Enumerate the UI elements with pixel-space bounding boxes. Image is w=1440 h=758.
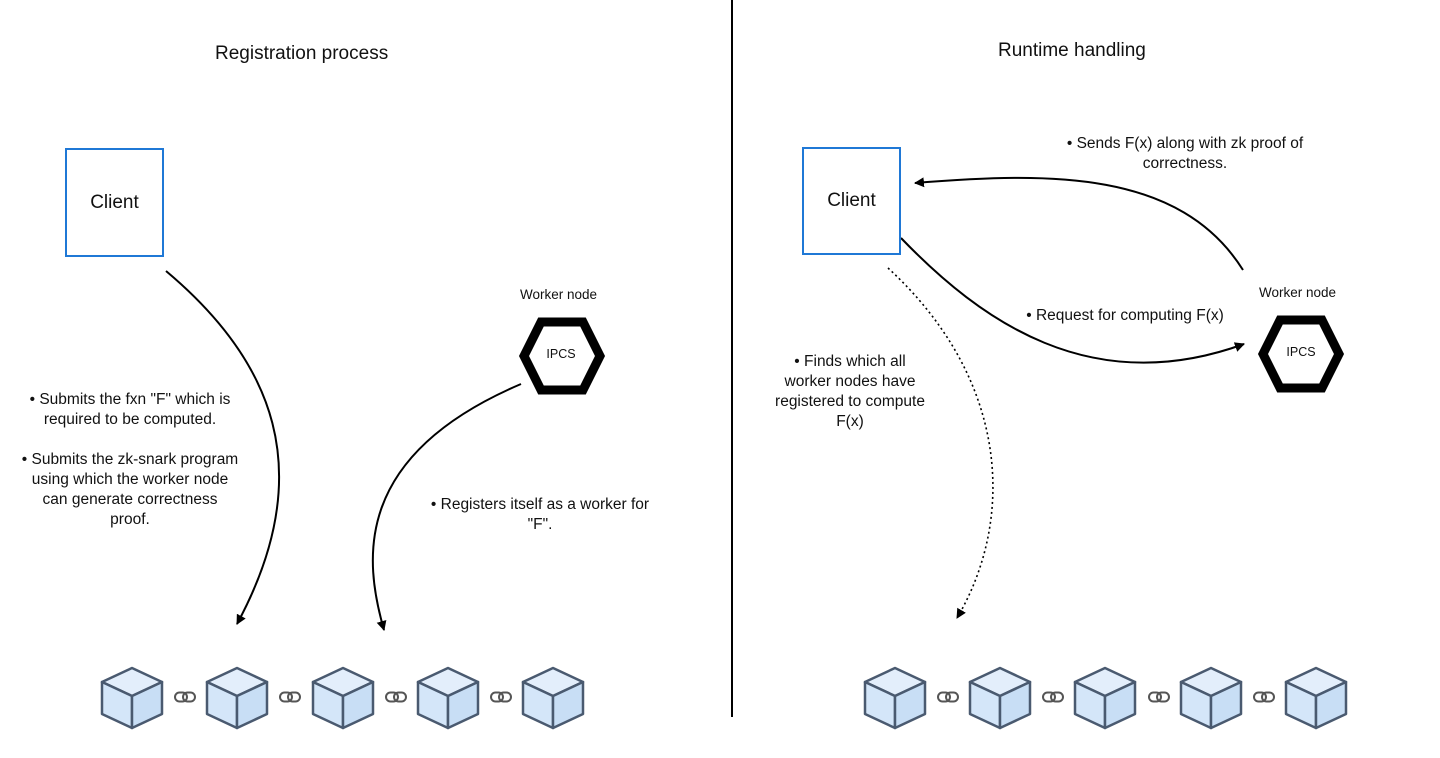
left-panel-title: Registration process [215,43,389,64]
chain-link-icon [279,691,301,703]
worker-register-note: • Registers itself as a worker for "F". [410,495,670,535]
right-panel-title: Runtime handling [998,40,1146,61]
blockchain-block-icon [968,666,1032,730]
blockchain-block-icon [521,666,585,730]
find-workers-note: • Finds which all worker nodes have regi… [760,352,940,432]
blockchain-block-icon [311,666,375,730]
worker-hexagon-icon [1257,315,1345,393]
blockchain-block-icon [416,666,480,730]
note-line: using which the worker node [31,471,229,488]
send-result-note: • Sends F(x) along with zk proof of corr… [1030,134,1340,174]
client-to-worker-arrow [900,237,1245,364]
client-to-chain-arrow [165,270,281,625]
left-client-box: Client [65,148,164,257]
blockchain-block-icon [863,666,927,730]
note-line: • Finds which all [794,353,906,370]
chain-link-icon [937,691,959,703]
note-line: proof. [110,511,150,528]
blockchain-block-icon [100,666,164,730]
note-line: required to be computed. [43,411,217,428]
chain-link-icon [1253,691,1275,703]
note-line: • Submits the fxn "F" which is [29,391,231,408]
right-worker-node-label: Worker node [1259,285,1337,300]
client-label: Client [90,191,139,213]
note-line: • Sends F(x) along with zk proof of [1066,135,1304,152]
client-to-chain-dotted-arrow [887,267,994,619]
worker-hexagon-icon [518,317,606,395]
note-line: • Submits the zk-snark program [21,451,239,468]
note-line: • Request for computing F(x) [1026,307,1224,324]
note-line: F(x) [836,413,864,430]
worker-to-client-arrow [914,176,1244,271]
chain-link-icon [1042,691,1064,703]
note-line: correctness. [1142,155,1228,172]
chain-link-icon [174,691,196,703]
note-submit-fxn: • Submits the fxn "F" which is required … [0,390,260,430]
chain-link-icon [1148,691,1170,703]
blockchain-block-icon [1073,666,1137,730]
blockchain-block-icon [1284,666,1348,730]
note-line: "F". [527,516,553,533]
blockchain-left [100,666,585,730]
ipcs-label: IPCS [1286,345,1316,359]
request-compute-note: • Request for computing F(x) [1005,306,1245,326]
blockchain-block-icon [205,666,269,730]
client-submission-notes: • Submits the fxn "F" which is required … [0,390,260,530]
note-line: • Registers itself as a worker for [430,496,650,513]
ipcs-label: IPCS [546,347,576,361]
client-label: Client [827,190,876,211]
left-worker-node-label: Worker node [520,287,598,302]
note-line: worker nodes have [784,373,916,390]
right-client-box: Client [802,147,901,255]
note-line: registered to compute [775,393,925,410]
chain-link-icon [385,691,407,703]
chain-link-icon [490,691,512,703]
note-submit-zk: • Submits the zk-snark program using whi… [0,450,260,530]
blockchain-block-icon [1179,666,1243,730]
worker-to-chain-arrow [371,383,522,631]
blockchain-right [863,666,1348,730]
note-line: can generate correctness [42,491,218,508]
